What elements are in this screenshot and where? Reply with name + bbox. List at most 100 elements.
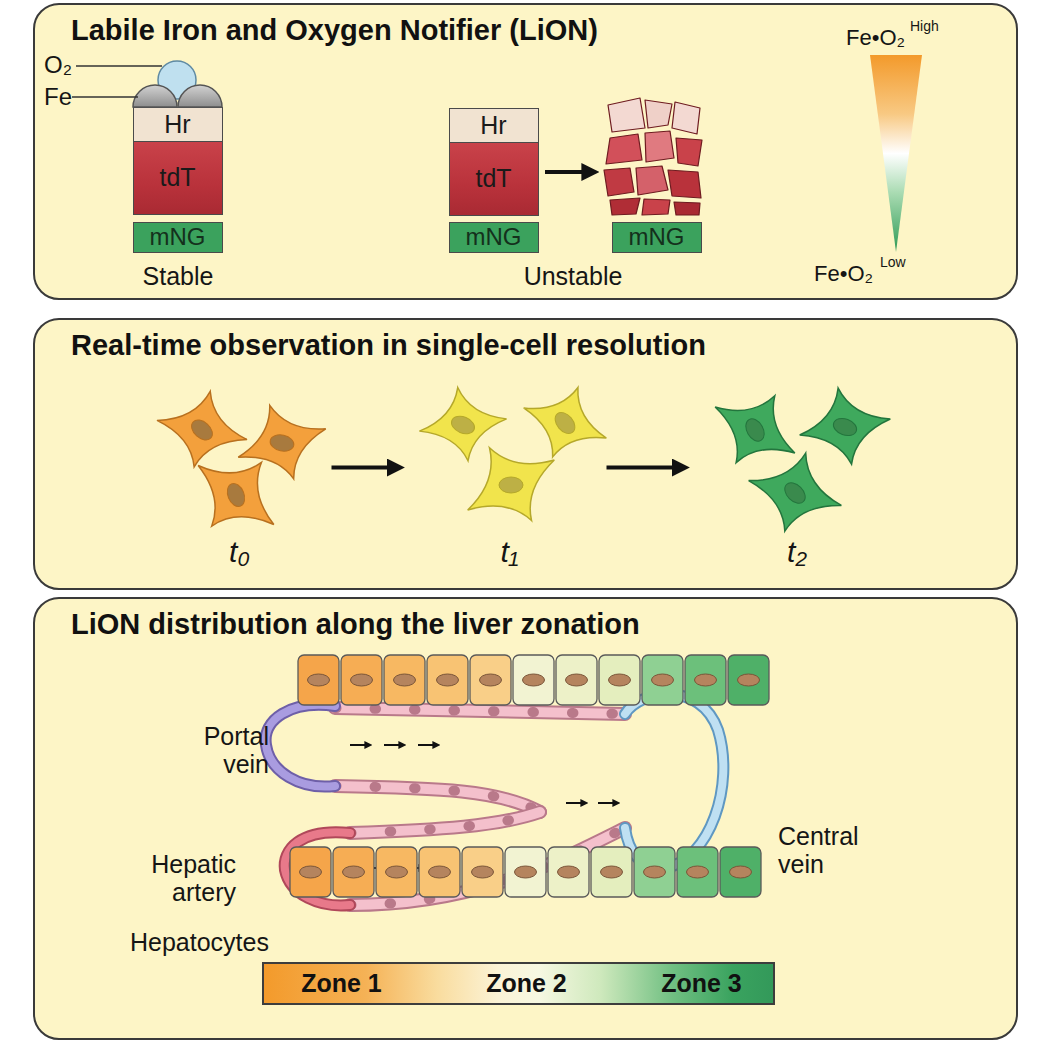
flow-arrow: [350, 744, 366, 746]
flow-arrow: [370, 867, 386, 869]
hepatic-artery: [285, 832, 350, 905]
sinusoid-wall: [350, 828, 625, 905]
hepatocyte: [419, 847, 460, 897]
fragment: [645, 100, 672, 128]
hepatocyte-body: [677, 847, 718, 897]
mneongreen-box: mNG: [612, 222, 702, 253]
zone-label: Zone 3: [661, 969, 742, 998]
hepatocyte-nucleus: [652, 674, 674, 686]
hepatocyte: [427, 655, 468, 705]
sinusoid-wall: [335, 786, 540, 812]
cell: [467, 447, 554, 520]
hepatocyte-nucleus: [601, 866, 623, 878]
flow-arrow: [598, 802, 614, 804]
hepatocyte-body: [685, 655, 726, 705]
hepatocyte-nucleus: [687, 866, 709, 878]
hepatocyte: [341, 655, 382, 705]
panel-box: Real-time observation in single-cell res…: [33, 318, 1018, 590]
fragment: [645, 131, 674, 162]
cell-group: t₁: [415, 385, 605, 570]
label-text: O₂: [44, 52, 72, 79]
arrow-connector: [607, 466, 676, 470]
cell: [715, 395, 795, 462]
flow-arrow: [384, 744, 400, 746]
panel-box: LiON distribution along the liver zonati…: [33, 597, 1018, 1040]
fragment: [608, 98, 645, 132]
cell-nucleus: [830, 415, 858, 438]
flow-arrow: [438, 867, 454, 869]
cell-body: [198, 462, 274, 526]
cell: [419, 387, 506, 460]
hepatocyte-body: [376, 847, 417, 897]
hepatocyte-body: [556, 655, 597, 705]
hepatocyte-nucleus: [480, 674, 502, 686]
hepatocyte: [677, 847, 718, 897]
hepatocyte-nucleus: [308, 674, 330, 686]
time-label: t₂: [700, 534, 895, 570]
portal-vein: [266, 705, 335, 787]
cell: [157, 391, 247, 467]
zone-label: Zone 1: [301, 969, 382, 998]
hepatocyte-nucleus: [343, 866, 365, 878]
tdtomato-box: tdT: [133, 141, 223, 215]
sinusoid-wall: [350, 828, 625, 905]
label-text: Fe•O₂: [814, 262, 873, 287]
cell-illustration: [415, 385, 605, 534]
sinusoids: [335, 708, 625, 905]
hepatocyte-nucleus: [523, 674, 545, 686]
cell-body: [748, 453, 841, 531]
hepatocyte-body: [642, 655, 683, 705]
oxygen-dome: [158, 61, 196, 99]
hepatocyte-body: [462, 847, 503, 897]
sinusoid-wall: [335, 786, 540, 812]
leader-line: [72, 96, 138, 98]
hepatocyte: [384, 655, 425, 705]
hepatocyte-nucleus: [558, 866, 580, 878]
panel-heading: Labile Iron and Oxygen Notifier (LiON): [71, 14, 598, 47]
domain-label: tdT: [159, 163, 195, 192]
hepatocyte: [720, 847, 761, 897]
protein-fragments: [604, 98, 702, 215]
cell-body: [467, 447, 554, 520]
hepatocyte: [599, 655, 640, 705]
domain-label: Hr: [480, 111, 506, 140]
hepatocyte: [470, 655, 511, 705]
label-text: Central vein: [778, 822, 890, 878]
hepatocyte-body: [470, 655, 511, 705]
sinusoid-wall: [350, 812, 540, 833]
domain-label: mNG: [466, 223, 522, 251]
cell-illustration: [700, 385, 895, 534]
flow-arrow: [566, 802, 582, 804]
cell-nucleus: [187, 416, 216, 444]
hepatocyte-nucleus: [351, 674, 373, 686]
connector-group: [332, 467, 676, 468]
cell: [748, 453, 841, 531]
hepatocyte-nucleus: [394, 674, 416, 686]
hepatocyte: [505, 847, 546, 897]
cell-nucleus: [780, 478, 808, 506]
hepatocyte: [728, 655, 769, 705]
cell-body: [419, 387, 506, 460]
panel-heading: Real-time observation in single-cell res…: [71, 329, 706, 362]
cell-body: [799, 388, 890, 464]
fragment: [636, 166, 668, 195]
hr-domain-box: Hr: [133, 107, 223, 142]
sinusoid-wall: [350, 812, 540, 833]
hepatocyte: [333, 847, 374, 897]
label-text: Portal vein: [183, 722, 269, 778]
label-text: Fe•O₂: [846, 26, 905, 51]
hepatocyte-body: [728, 655, 769, 705]
panel-heading: LiON distribution along the liver zonati…: [71, 608, 640, 641]
domain-label: Hr: [164, 110, 190, 139]
fragment: [674, 202, 700, 215]
flow-arrows: [350, 745, 614, 868]
sinusoid-wall: [335, 786, 540, 812]
hepatocyte-nucleus: [644, 866, 666, 878]
sinusoid-wall: [335, 708, 625, 714]
hepatocyte-body: [341, 655, 382, 705]
hepatocyte: [642, 655, 683, 705]
hepatocyte: [556, 655, 597, 705]
label-text: Low: [880, 255, 906, 271]
cell-group: t₀: [150, 385, 330, 570]
